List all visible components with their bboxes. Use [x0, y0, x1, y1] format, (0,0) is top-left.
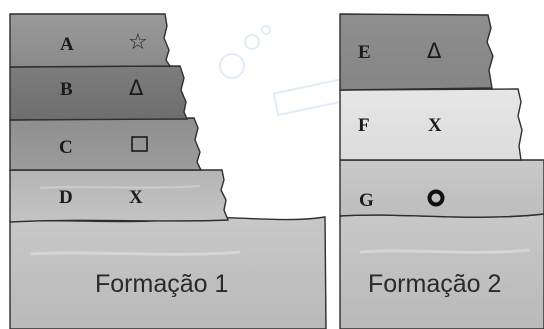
square-icon [131, 136, 148, 152]
star-icon: ☆ [128, 30, 148, 55]
layer-f-label: F [358, 115, 370, 136]
layer-c [9, 117, 203, 171]
layer-b [9, 65, 189, 121]
layer-b-label: B [60, 79, 73, 100]
formation-2: E F G Δ X Formação 2 [339, 13, 544, 329]
x-mark: X [129, 187, 143, 208]
layer-d [9, 169, 230, 223]
formation-1: A B C D ☆ Δ X Formação 1 [9, 13, 327, 329]
layer-a [9, 13, 172, 68]
layer-d-label: D [59, 187, 73, 208]
layer-c-label: C [59, 137, 73, 158]
layer-g [339, 159, 544, 218]
layer-e [339, 13, 494, 91]
layer-g-label: G [359, 190, 374, 211]
formation-1-title: Formação 1 [95, 270, 228, 298]
triangle-icon: Δ [427, 39, 442, 63]
ring-icon [427, 189, 445, 207]
layer-f [339, 88, 523, 161]
formation-2-title: Formação 2 [368, 270, 501, 298]
layer-e-label: E [358, 42, 371, 63]
layer-a-label: A [60, 34, 74, 55]
triangle-icon: Δ [129, 76, 144, 100]
x-mark: X [428, 115, 442, 136]
